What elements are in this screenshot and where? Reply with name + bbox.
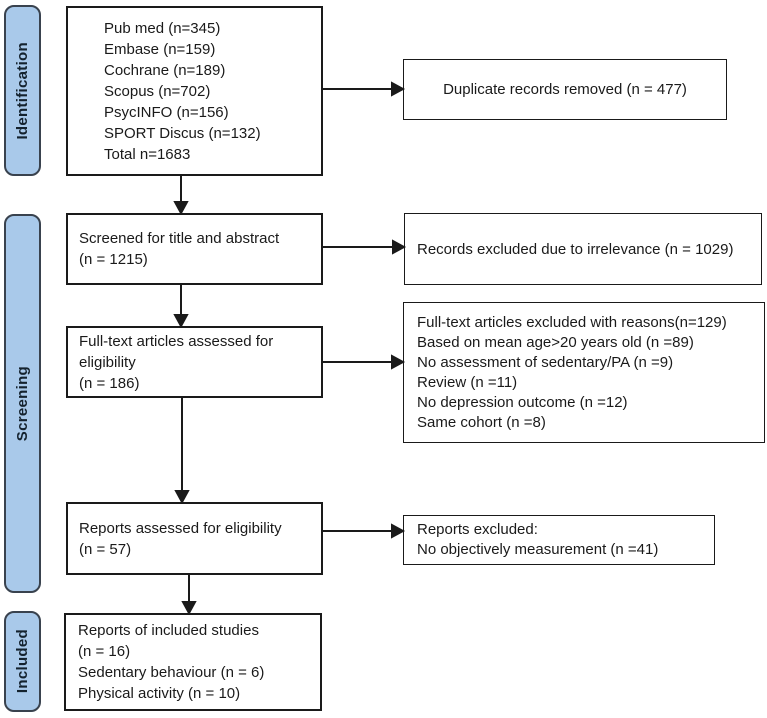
- stage-included: Included: [4, 611, 41, 712]
- arrowhead-down-icon: [174, 490, 190, 505]
- box-line: Embase (n=159): [104, 40, 216, 58]
- box-line: No objectively measurement (n =41): [417, 541, 659, 558]
- arrowhead-right-icon: [392, 239, 407, 255]
- box-line: Reports of included studies: [78, 622, 259, 639]
- box-screened: Screened for title and abstract (n = 121…: [66, 213, 323, 285]
- box-line: Cochrane (n=189): [104, 61, 226, 79]
- box-line: PsycINFO (n=156): [104, 103, 229, 121]
- box-line: Duplicate records removed (n = 477): [443, 81, 687, 98]
- box-line: (n = 186): [79, 374, 140, 392]
- box-line: Pub med (n=345): [104, 19, 221, 37]
- box-line: Sedentary behaviour (n = 6): [78, 664, 265, 681]
- box-duplicates-removed: Duplicate records removed (n = 477): [403, 59, 727, 120]
- box-reports-excluded: Reports excluded: No objectively measure…: [403, 515, 715, 565]
- box-line: Total n=1683: [104, 145, 191, 163]
- stage-identification: Identification: [4, 5, 41, 176]
- box-line: No depression outcome (n =12): [417, 393, 628, 411]
- stage-screening: Screening: [4, 214, 41, 593]
- arrowhead-right-icon: [391, 354, 406, 370]
- box-line: (n = 16): [78, 643, 131, 660]
- arrowhead-down-icon: [181, 601, 197, 616]
- stage-included-label: Included: [14, 629, 31, 694]
- box-line: Reports assessed for eligibility: [79, 519, 282, 537]
- box-fulltext-assessed: Full-text articles assessed for eligibil…: [66, 326, 323, 398]
- box-included-studies: Reports of included studies (n = 16) Sed…: [64, 613, 322, 711]
- box-records-excluded: Records excluded due to irrelevance (n =…: [404, 213, 762, 285]
- box-line: Review (n =11): [417, 373, 518, 391]
- box-line: Screened for title and abstract: [79, 230, 280, 247]
- box-line: Reports excluded:: [417, 521, 538, 538]
- arrowhead-down-icon: [173, 314, 189, 329]
- box-line: Same cohort (n =8): [417, 413, 546, 431]
- box-line: eligibility: [79, 353, 136, 371]
- box-line: Physical activity (n = 10): [78, 685, 241, 702]
- box-line: Based on mean age>20 years old (n =89): [417, 333, 694, 351]
- box-line: No assessment of sedentary/PA (n =9): [417, 353, 674, 371]
- arrowhead-right-icon: [391, 523, 406, 539]
- box-reports-assessed: Reports assessed for eligibility (n = 57…: [66, 502, 323, 575]
- box-line: Records excluded due to irrelevance (n =…: [417, 240, 734, 258]
- box-fulltext-excluded: Full-text articles excluded with reasons…: [403, 302, 765, 443]
- box-line: SPORT Discus (n=132): [104, 124, 261, 142]
- box-line: (n = 57): [79, 540, 132, 558]
- box-line: Full-text articles excluded with reasons…: [417, 313, 727, 331]
- box-line: Scopus (n=702): [104, 82, 211, 100]
- stage-screening-label: Screening: [14, 365, 31, 442]
- box-records-identified: Pub med (n=345) Embase (n=159) Cochrane …: [66, 6, 323, 176]
- arrowhead-down-icon: [173, 201, 189, 216]
- stage-identification-label: Identification: [14, 41, 31, 140]
- box-line: (n = 1215): [79, 251, 148, 268]
- box-line: Full-text articles assessed for: [79, 332, 274, 350]
- arrowhead-right-icon: [391, 81, 406, 97]
